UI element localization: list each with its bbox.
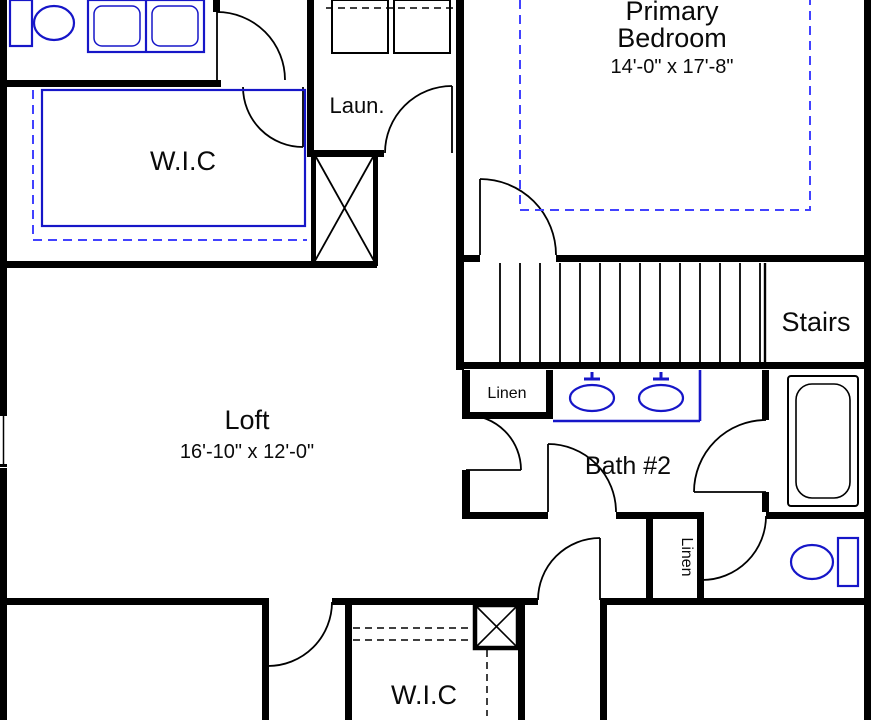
bathtub-fixture — [787, 375, 859, 507]
chase-x-icon-lower — [472, 602, 521, 651]
window-left — [0, 413, 7, 467]
vanity-sinks — [553, 370, 702, 423]
toilet-fixture-top-left — [8, 0, 76, 48]
shower-fixture-top-left — [86, 0, 206, 54]
washer-dryer — [326, 0, 456, 54]
room-label-linen-lower: Linen — [678, 537, 695, 576]
wic-shelf-lines — [40, 88, 307, 228]
room-label-linen-upper: Linen — [487, 385, 526, 402]
room-label-wic-upper: W.I.C — [150, 146, 216, 176]
dashed-ceiling-lines — [32, 0, 811, 241]
lower-wic-shelving — [353, 627, 488, 716]
wic-closet-rod — [32, 90, 307, 241]
room-label-primary-line1: Primary — [626, 0, 719, 26]
room-label-wic-lower: W.I.C — [391, 680, 457, 710]
room-label-bath2: Bath #2 — [585, 452, 671, 480]
primary-bedroom-ceiling-break — [519, 0, 811, 211]
room-label-laundry: Laun. — [329, 93, 384, 118]
room-dims-primary: 14'-0" x 17'-8" — [610, 56, 733, 78]
room-label-primary-line2: Bedroom — [617, 23, 727, 53]
room-label-loft: Loft — [224, 405, 270, 435]
stair-treads — [499, 263, 767, 362]
door-swings — [216, 11, 767, 667]
room-label-stairs: Stairs — [781, 307, 850, 337]
plumbing-fixtures — [8, 0, 860, 588]
room-dims-loft: 16'-10" x 12'-0" — [180, 441, 314, 463]
toilet-fixture-bottom-right — [789, 536, 860, 588]
chase-x-icon — [311, 150, 378, 266]
